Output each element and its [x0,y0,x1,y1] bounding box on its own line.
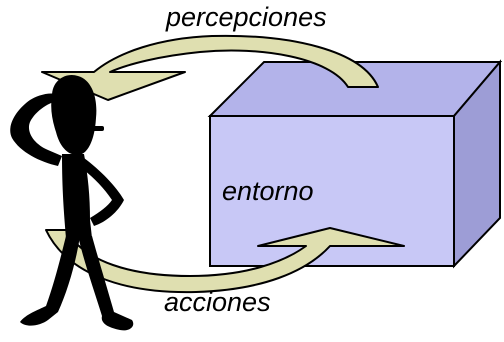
perceptions-label: percepciones [166,2,327,32]
actions-label: acciones [164,287,271,317]
person-raised-arm [10,93,62,166]
person-left-leg [20,236,80,326]
person-nose [92,126,104,131]
box-front-face [209,115,455,267]
actions-arrow [45,227,405,294]
person-right-leg [78,236,134,331]
thinking-person-figure [10,74,134,331]
perceptions-arrow [41,34,379,101]
person-head [51,74,97,155]
environment-box [207,59,503,269]
person-torso [62,154,92,238]
environment-label: entorno [222,176,314,206]
person-hip-arm [84,158,124,226]
